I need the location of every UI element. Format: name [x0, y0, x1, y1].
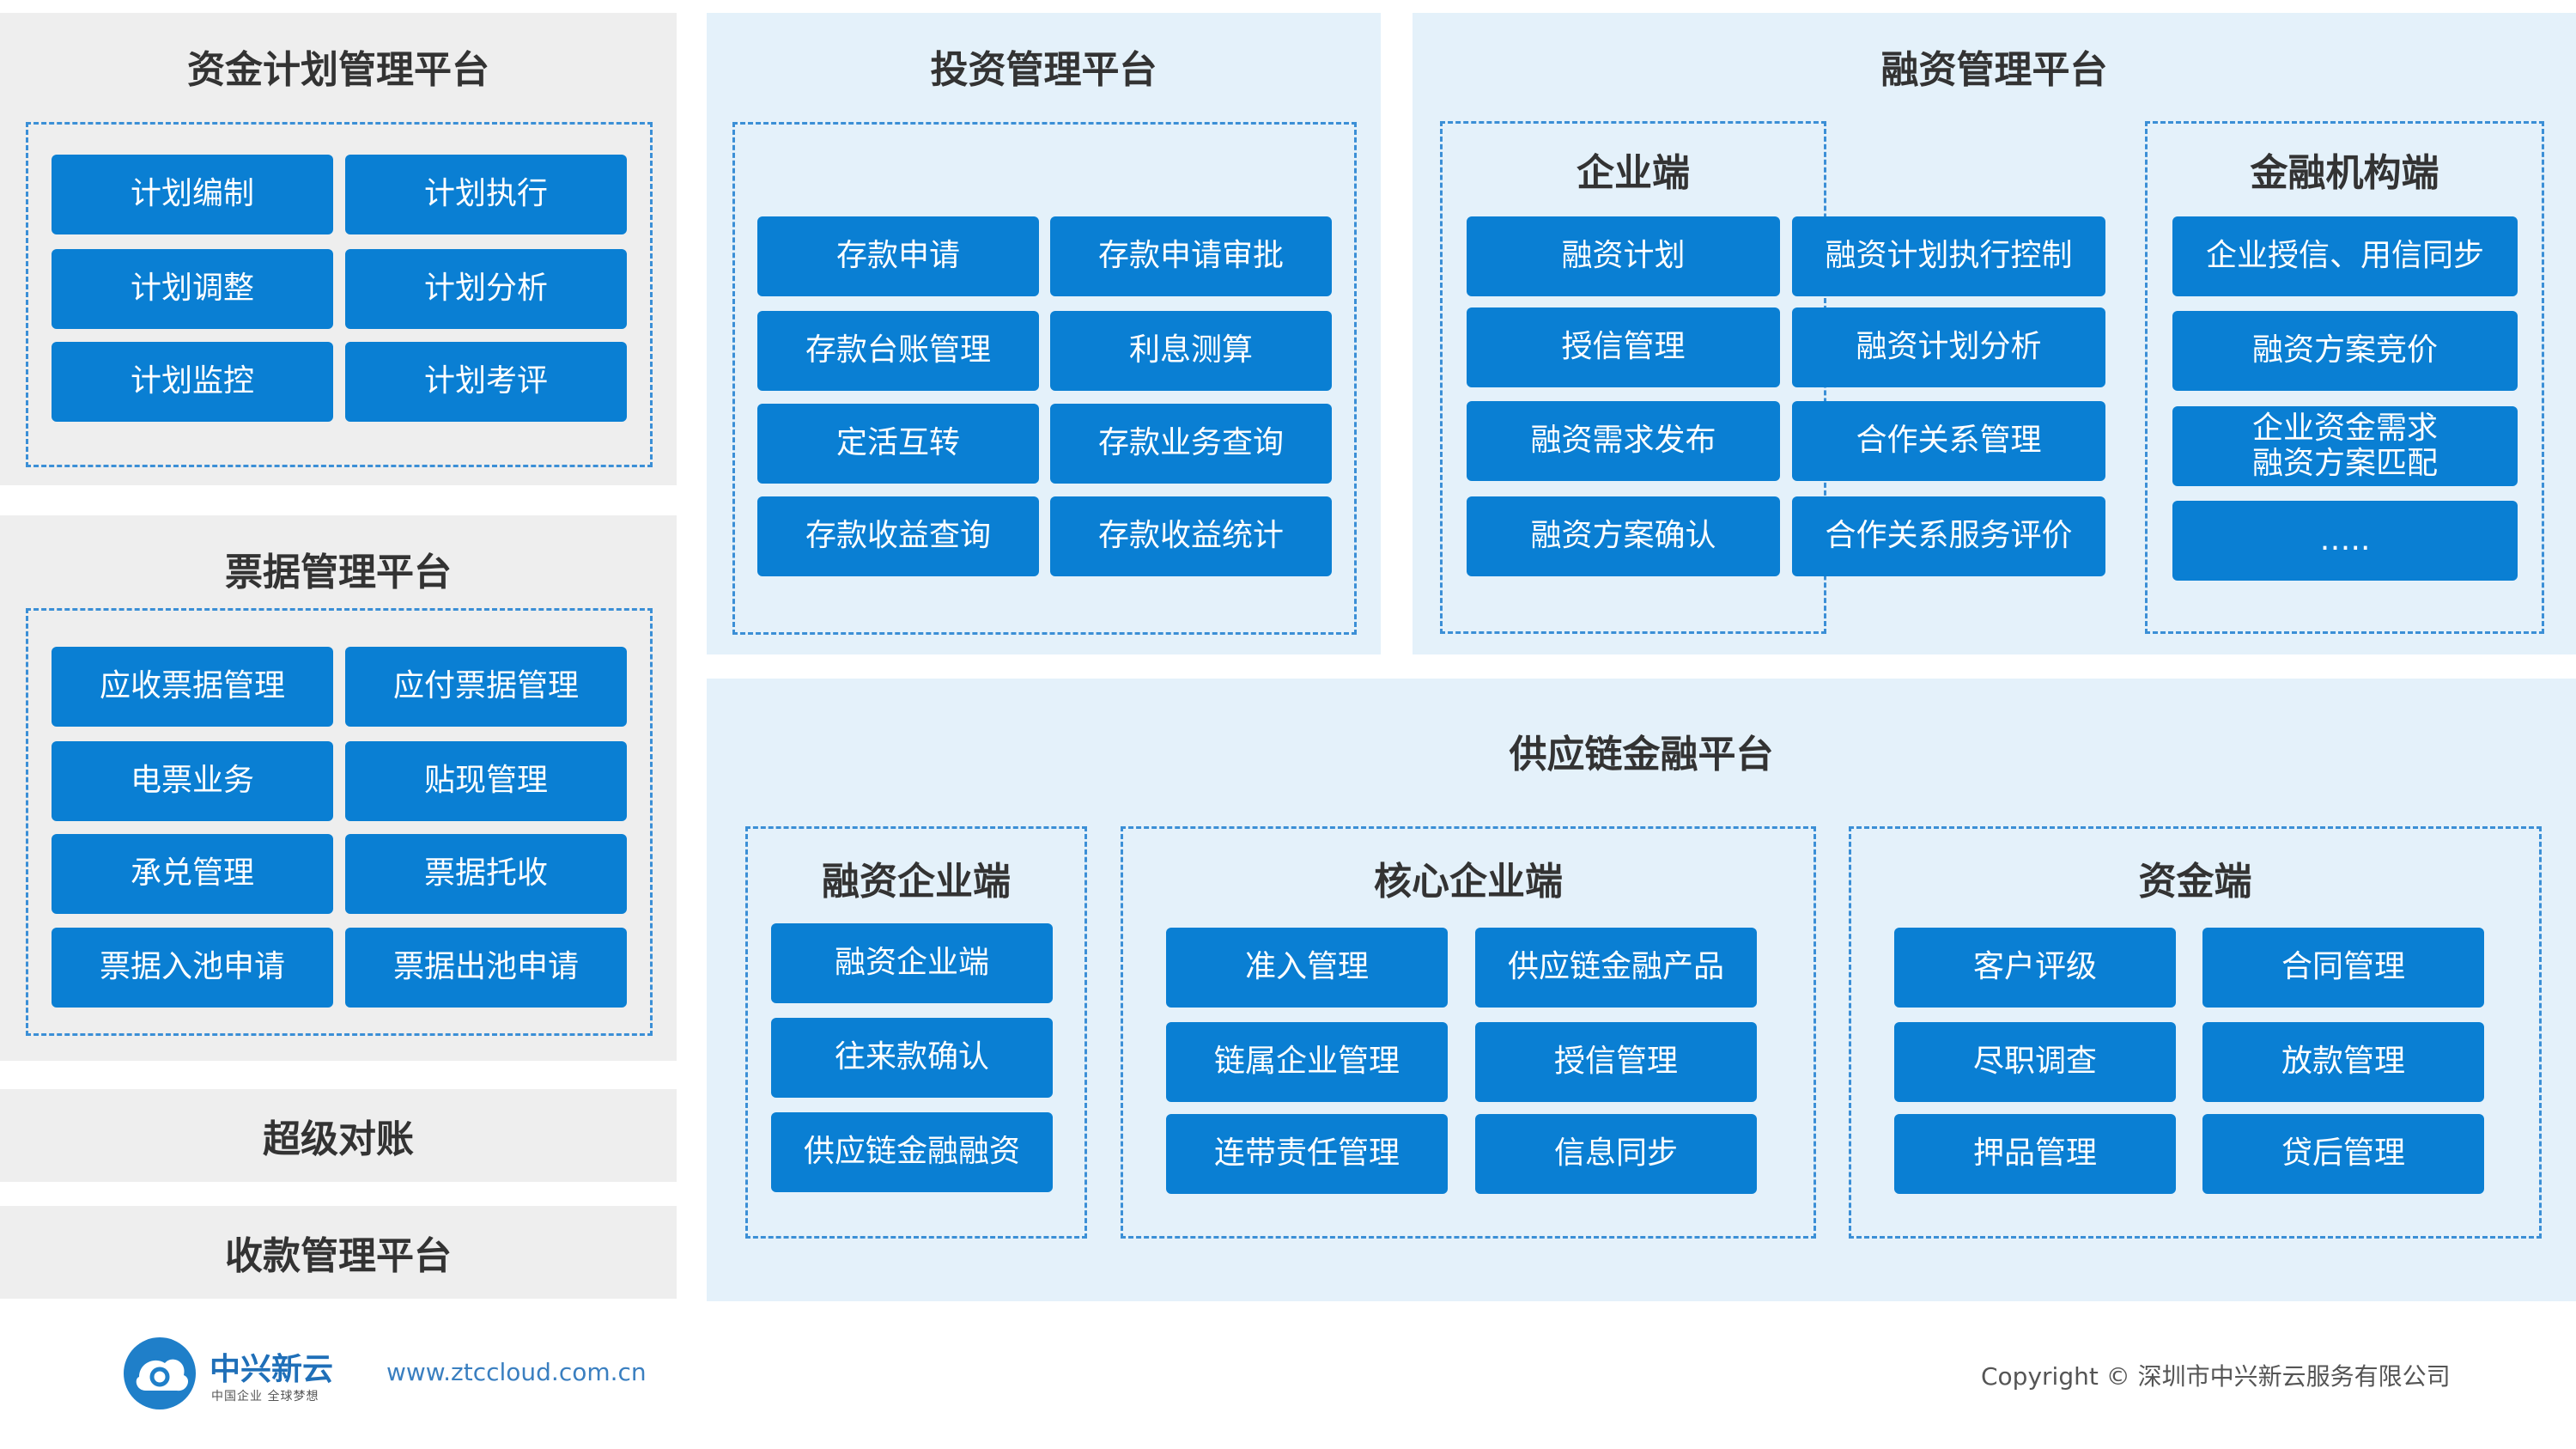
invest-item[interactable]: 利息测算	[1050, 311, 1332, 391]
scf-fund-item[interactable]: 贷后管理	[2202, 1114, 2484, 1194]
bill-item[interactable]: 应收票据管理	[52, 647, 333, 727]
financing-title: 融资管理平台	[1880, 48, 2108, 92]
scf-financing-group	[745, 826, 1087, 1239]
scf-core-item[interactable]: 准入管理	[1166, 928, 1448, 1008]
fund-plan-item[interactable]: 计划执行	[345, 155, 627, 234]
reconcile-bar[interactable]: 超级对账	[0, 1089, 677, 1182]
financing-enterprise-item[interactable]: 融资计划执行控制	[1792, 216, 2105, 296]
invest-item[interactable]: 存款台账管理	[757, 311, 1039, 391]
financing-enterprise-item[interactable]: 融资计划分析	[1792, 307, 2105, 387]
scf-financing-item[interactable]: 供应链金融融资	[771, 1112, 1053, 1192]
bill-item[interactable]: 承兑管理	[52, 834, 333, 914]
scf-fund-title: 资金端	[2138, 860, 2252, 904]
fund-plan-item[interactable]: 计划监控	[52, 342, 333, 422]
website-link[interactable]: www.ztccloud.com.cn	[386, 1358, 647, 1386]
financing-institution-title: 金融机构端	[2250, 151, 2439, 195]
fund-plan-panel: 资金计划管理平台 计划编制 计划执行 计划调整 计划分析 计划监控 计划考评	[0, 13, 677, 485]
invest-panel: 投资管理平台 存款申请 存款申请审批 存款台账管理 利息测算 定活互转 存款业务…	[707, 13, 1381, 654]
scf-core-title: 核心企业端	[1374, 860, 1563, 904]
financing-enterprise-title: 企业端	[1577, 151, 1690, 195]
bill-item[interactable]: 电票业务	[52, 741, 333, 821]
cloud-logo-icon	[124, 1337, 196, 1409]
scf-fund-item[interactable]: 合同管理	[2202, 928, 2484, 1008]
financing-institution-item[interactable]: 企业资金需求 融资方案匹配	[2172, 406, 2518, 486]
financing-institution-item[interactable]: 融资方案竞价	[2172, 311, 2518, 391]
bill-item[interactable]: 票据入池申请	[52, 928, 333, 1008]
fund-plan-group	[26, 122, 653, 467]
scf-financing-item[interactable]: 往来款确认	[771, 1018, 1053, 1098]
financing-panel: 融资管理平台 企业端 融资计划 融资计划执行控制 授信管理 融资计划分析 融资需…	[1413, 13, 2576, 654]
bill-panel: 票据管理平台 应收票据管理 应付票据管理 电票业务 贴现管理 承兑管理 票据托收…	[0, 515, 677, 1061]
bill-item[interactable]: 应付票据管理	[345, 647, 627, 727]
scf-core-item[interactable]: 供应链金融产品	[1475, 928, 1757, 1008]
invest-item[interactable]: 存款申请	[757, 216, 1039, 296]
bill-item[interactable]: 贴现管理	[345, 741, 627, 821]
bill-title: 票据管理平台	[225, 551, 452, 594]
bill-group	[26, 608, 653, 1036]
scf-core-item[interactable]: 链属企业管理	[1166, 1022, 1448, 1102]
fund-plan-title: 资金计划管理平台	[187, 48, 489, 92]
financing-enterprise-item[interactable]: 融资需求发布	[1467, 401, 1780, 481]
invest-item[interactable]: 定活互转	[757, 404, 1039, 484]
scf-core-group	[1121, 826, 1816, 1239]
collection-bar[interactable]: 收款管理平台	[0, 1206, 677, 1299]
scf-fund-item[interactable]: 押品管理	[1894, 1114, 2176, 1194]
financing-enterprise-item[interactable]: 融资计划	[1467, 216, 1780, 296]
scf-fund-item[interactable]: 客户评级	[1894, 928, 2176, 1008]
financing-enterprise-item[interactable]: 融资方案确认	[1467, 496, 1780, 576]
scf-panel: 供应链金融平台 融资企业端 融资企业端 往来款确认 供应链金融融资 核心企业端 …	[707, 679, 2576, 1301]
invest-item[interactable]: 存款收益统计	[1050, 496, 1332, 576]
fund-plan-item[interactable]: 计划编制	[52, 155, 333, 234]
scf-core-item[interactable]: 授信管理	[1475, 1022, 1757, 1102]
scf-fund-item[interactable]: 放款管理	[2202, 1022, 2484, 1102]
financing-enterprise-item[interactable]: 合作关系服务评价	[1792, 496, 2105, 576]
invest-title: 投资管理平台	[930, 48, 1157, 92]
financing-enterprise-item[interactable]: 合作关系管理	[1792, 401, 2105, 481]
scf-financing-item[interactable]: 融资企业端	[771, 923, 1053, 1003]
scf-fund-item[interactable]: 尽职调查	[1894, 1022, 2176, 1102]
invest-group	[732, 122, 1357, 635]
financing-institution-item[interactable]: …..	[2172, 501, 2518, 581]
brand-name: 中兴新云	[210, 1352, 334, 1387]
financing-enterprise-item[interactable]: 授信管理	[1467, 307, 1780, 387]
fund-plan-item[interactable]: 计划分析	[345, 249, 627, 329]
fund-plan-item[interactable]: 计划考评	[345, 342, 627, 422]
scf-fund-group	[1849, 826, 2542, 1239]
scf-core-item[interactable]: 信息同步	[1475, 1114, 1757, 1194]
financing-institution-group	[2145, 121, 2544, 634]
scf-core-item[interactable]: 连带责任管理	[1166, 1114, 1448, 1194]
scf-financing-title: 融资企业端	[822, 860, 1011, 904]
bill-item[interactable]: 票据出池申请	[345, 928, 627, 1008]
invest-item[interactable]: 存款业务查询	[1050, 404, 1332, 484]
brand-slogan: 中国企业 全球梦想	[211, 1390, 319, 1403]
bill-item[interactable]: 票据托收	[345, 834, 627, 914]
fund-plan-item[interactable]: 计划调整	[52, 249, 333, 329]
financing-institution-item[interactable]: 企业授信、用信同步	[2172, 216, 2518, 296]
copyright-text: Copyright © 深圳市中兴新云服务有限公司	[1981, 1362, 2451, 1391]
invest-item[interactable]: 存款申请审批	[1050, 216, 1332, 296]
brand-logo: 中兴新云 中国企业 全球梦想	[120, 1334, 352, 1413]
invest-item[interactable]: 存款收益查询	[757, 496, 1039, 576]
scf-title: 供应链金融平台	[1509, 733, 1774, 776]
